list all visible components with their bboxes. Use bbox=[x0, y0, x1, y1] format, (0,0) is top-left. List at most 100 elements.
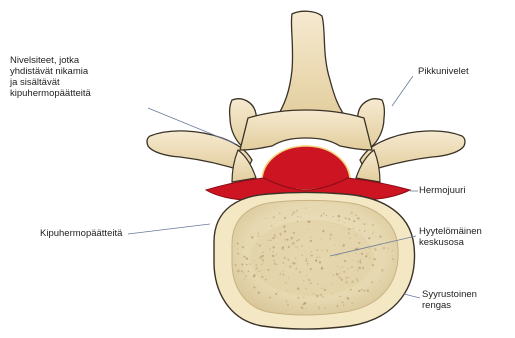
texture-dot bbox=[364, 223, 366, 225]
texture-dot bbox=[306, 208, 307, 209]
texture-dot bbox=[352, 227, 353, 228]
texture-dot bbox=[337, 265, 338, 266]
texture-dot bbox=[237, 242, 239, 244]
texture-dot bbox=[282, 246, 284, 248]
texture-dot bbox=[340, 267, 341, 268]
texture-dot bbox=[335, 245, 336, 246]
texture-dot bbox=[237, 249, 238, 250]
texture-dot bbox=[355, 214, 357, 216]
texture-dot bbox=[287, 290, 288, 291]
texture-dot bbox=[268, 240, 269, 241]
texture-dot bbox=[326, 215, 327, 216]
texture-dot bbox=[356, 253, 357, 254]
texture-dot bbox=[283, 225, 285, 227]
texture-dot bbox=[373, 232, 374, 233]
texture-dot bbox=[295, 246, 296, 247]
texture-dot bbox=[267, 269, 269, 271]
texture-dot bbox=[330, 238, 332, 240]
texture-dot bbox=[241, 270, 243, 272]
texture-dot bbox=[348, 228, 350, 230]
texture-dot bbox=[371, 281, 373, 283]
texture-dot bbox=[310, 237, 311, 238]
texture-dot bbox=[272, 217, 273, 218]
label-ligaments: Nivelsiteet, jotka yhdistävät nikamia ja… bbox=[10, 55, 91, 99]
texture-dot bbox=[271, 225, 272, 226]
texture-dot bbox=[346, 297, 348, 299]
texture-dot bbox=[295, 258, 296, 259]
texture-dot bbox=[286, 238, 288, 240]
texture-dot bbox=[348, 232, 350, 234]
texture-dot bbox=[379, 236, 381, 238]
texture-dot bbox=[340, 296, 341, 297]
texture-dot bbox=[343, 271, 345, 273]
texture-dot bbox=[332, 216, 333, 217]
texture-dot bbox=[299, 271, 301, 273]
texture-dot bbox=[310, 268, 312, 270]
texture-dot bbox=[326, 250, 328, 252]
texture-dot bbox=[252, 276, 254, 278]
texture-dot bbox=[311, 251, 312, 252]
texture-dot bbox=[315, 259, 317, 261]
texture-dot bbox=[353, 260, 354, 261]
texture-dot bbox=[358, 267, 360, 269]
texture-dot bbox=[310, 240, 312, 242]
texture-dot bbox=[306, 228, 307, 229]
texture-dot bbox=[237, 253, 240, 256]
texture-dot bbox=[344, 260, 346, 262]
texture-dot bbox=[363, 290, 365, 292]
texture-dot bbox=[285, 282, 286, 283]
texture-dot bbox=[320, 215, 322, 217]
texture-dot bbox=[287, 304, 289, 306]
texture-dot bbox=[286, 301, 288, 303]
texture-dot bbox=[273, 246, 275, 248]
texture-dot bbox=[319, 306, 321, 308]
texture-dot bbox=[321, 266, 322, 267]
texture-dot bbox=[361, 253, 363, 255]
texture-dot bbox=[341, 279, 343, 281]
texture-dot bbox=[258, 271, 259, 272]
texture-dot bbox=[342, 244, 345, 247]
texture-dot bbox=[288, 277, 289, 278]
texture-dot bbox=[283, 274, 285, 276]
texture-dot bbox=[301, 245, 303, 247]
texture-dot bbox=[255, 264, 257, 266]
texture-dot bbox=[319, 257, 320, 258]
texture-dot bbox=[269, 249, 270, 250]
texture-dot bbox=[315, 303, 316, 304]
texture-dot bbox=[383, 247, 385, 249]
vertebral-arch bbox=[240, 110, 372, 150]
texture-dot bbox=[353, 220, 355, 222]
texture-dot bbox=[321, 288, 322, 289]
texture-dot bbox=[369, 248, 370, 249]
texture-dot bbox=[287, 259, 289, 261]
texture-dot bbox=[274, 235, 276, 237]
texture-dot bbox=[291, 214, 293, 216]
texture-dot bbox=[292, 242, 294, 244]
texture-dot bbox=[355, 235, 357, 237]
texture-dot bbox=[348, 277, 349, 278]
texture-dot bbox=[255, 267, 257, 269]
texture-dot bbox=[297, 216, 298, 217]
texture-dot bbox=[322, 213, 324, 215]
texture-dot bbox=[242, 272, 244, 274]
texture-dot bbox=[336, 273, 338, 275]
texture-dot bbox=[262, 259, 264, 261]
texture-dot bbox=[253, 286, 255, 288]
texture-dot bbox=[272, 251, 274, 253]
texture-dot bbox=[359, 230, 360, 231]
texture-dot bbox=[339, 277, 341, 279]
texture-dot bbox=[368, 237, 370, 239]
texture-dot bbox=[350, 289, 352, 291]
texture-dot bbox=[262, 262, 263, 263]
texture-dot bbox=[330, 226, 331, 227]
texture-dot bbox=[305, 288, 307, 290]
texture-dot bbox=[276, 254, 277, 255]
texture-dot bbox=[257, 244, 258, 245]
texture-dot bbox=[307, 265, 308, 266]
texture-dot bbox=[314, 294, 315, 295]
texture-dot bbox=[356, 278, 358, 280]
texture-dot bbox=[246, 257, 248, 259]
texture-dot bbox=[369, 257, 371, 259]
